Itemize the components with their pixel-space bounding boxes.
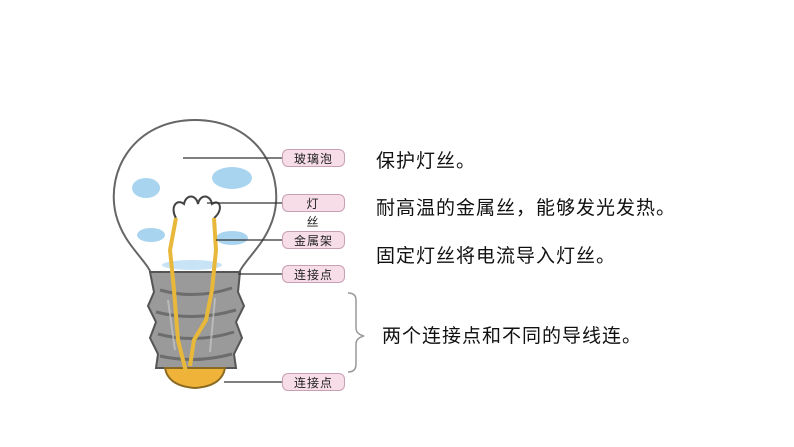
bottom-contact-tip [163,367,227,390]
screw-base [146,271,246,369]
desc-metal-support: 固定灯丝将电流导入灯丝。 [376,245,617,267]
metal-support-wires [167,217,219,373]
label-metal-support: 金属架 [282,231,345,249]
label-filament: 灯 丝 [282,194,345,229]
desc-glass-bulb: 保护灯丝。 [376,150,477,172]
desc-filament: 耐高温的金属丝，能够发光发热。 [376,197,677,219]
desc-contacts: 两个连接点和不同的导线连。 [382,325,643,347]
label-contact-top: 连接点 [282,265,345,283]
leader-lines [183,157,282,383]
contacts-brace [347,292,365,373]
label-glass-bulb: 玻璃泡 [282,149,345,167]
label-contact-bottom: 连接点 [282,373,345,391]
